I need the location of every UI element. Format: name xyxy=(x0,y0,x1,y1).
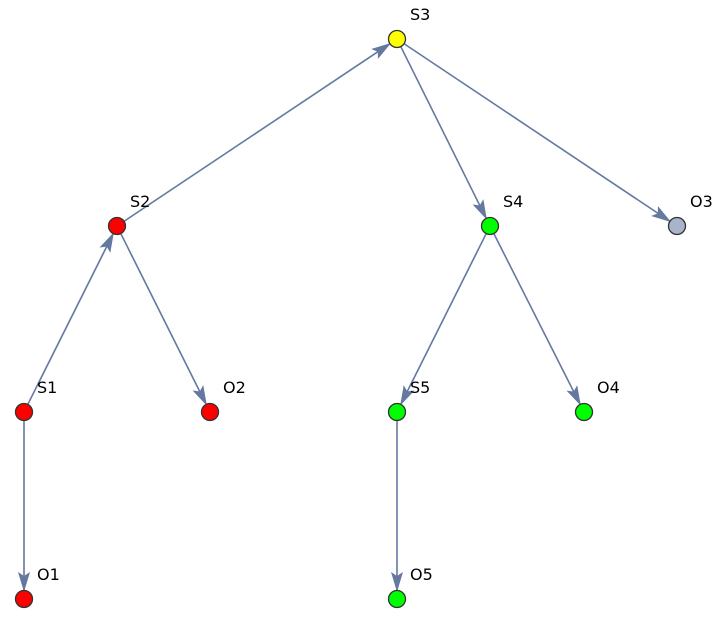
edge-S2-S3 xyxy=(124,42,392,222)
edge-S4-O4 xyxy=(493,233,581,406)
node-S5: S5 xyxy=(387,378,430,422)
edge-S2-O2 xyxy=(120,233,207,406)
edge-S4-S5 xyxy=(400,233,487,406)
node-circle xyxy=(14,402,34,422)
node-circle xyxy=(14,589,34,609)
node-circle xyxy=(480,216,500,236)
node-label: S2 xyxy=(130,192,150,211)
node-circle xyxy=(200,402,220,422)
node-circle xyxy=(387,29,407,49)
edge-S3-O3 xyxy=(404,43,672,223)
node-O4: O4 xyxy=(574,378,620,422)
node-circle xyxy=(107,216,127,236)
node-S3: S3 xyxy=(387,5,430,49)
node-O3: O3 xyxy=(667,192,713,236)
node-circle xyxy=(387,402,407,422)
node-O2: O2 xyxy=(200,378,246,422)
node-label: S5 xyxy=(410,378,430,397)
node-label: O3 xyxy=(690,192,713,211)
node-S1: S1 xyxy=(14,378,57,422)
edge-S3-S4 xyxy=(400,46,487,220)
node-circle xyxy=(574,402,594,422)
node-S4: S4 xyxy=(480,192,523,236)
node-label: O4 xyxy=(597,378,620,397)
node-S2: S2 xyxy=(107,192,150,236)
edge-S1-S2 xyxy=(27,232,114,405)
node-label: O2 xyxy=(223,378,246,397)
node-circle xyxy=(387,589,407,609)
node-label: S1 xyxy=(37,378,57,397)
node-O1: O1 xyxy=(14,565,60,609)
node-label: S3 xyxy=(410,5,430,24)
node-circle xyxy=(667,216,687,236)
node-label: S4 xyxy=(503,192,523,211)
node-label: O5 xyxy=(410,565,433,584)
node-O5: O5 xyxy=(387,565,433,609)
node-label: O1 xyxy=(37,565,60,584)
